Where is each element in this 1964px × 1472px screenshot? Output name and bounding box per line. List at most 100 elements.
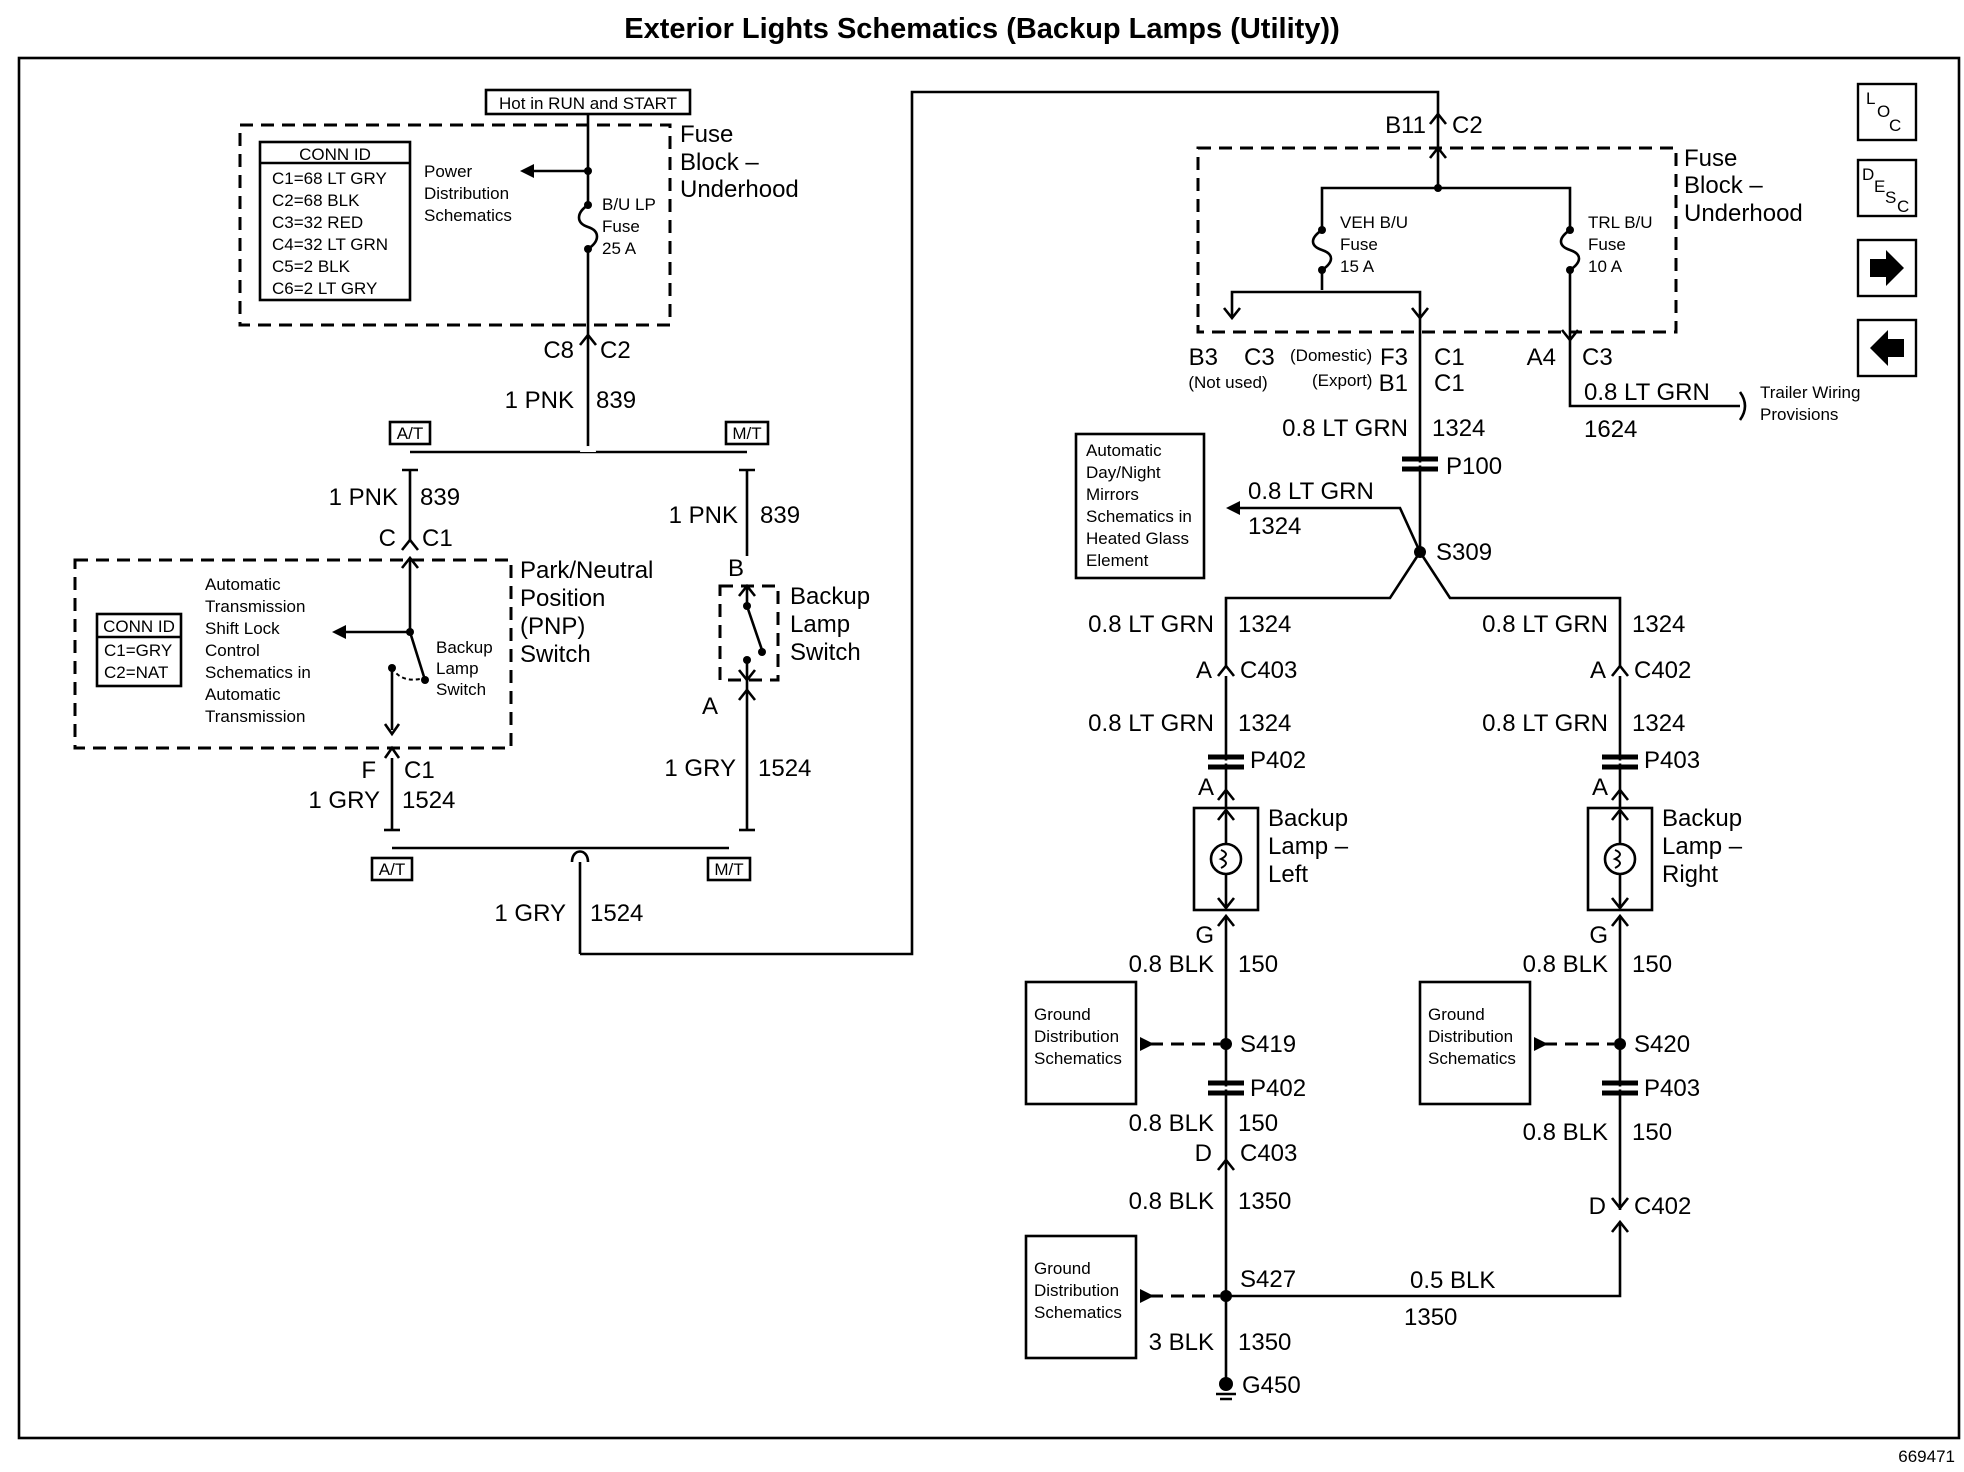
svg-text:C8: C8 xyxy=(543,337,574,364)
svg-text:Underhood: Underhood xyxy=(1684,200,1803,227)
svg-text:25 A: 25 A xyxy=(602,239,637,258)
svg-text:(Domestic): (Domestic) xyxy=(1290,346,1372,365)
svg-text:839: 839 xyxy=(760,502,800,529)
svg-text:P403: P403 xyxy=(1644,747,1700,774)
svg-text:Hot in RUN and START: Hot in RUN and START xyxy=(499,94,677,113)
svg-text:839: 839 xyxy=(596,387,636,414)
svg-text:G450: G450 xyxy=(1242,1372,1301,1399)
p100-inline xyxy=(1402,456,1438,472)
svg-text:0.8 LT GRN: 0.8 LT GRN xyxy=(1584,379,1710,406)
svg-text:C2=NAT: C2=NAT xyxy=(104,663,168,682)
svg-text:C5=2 BLK: C5=2 BLK xyxy=(272,257,351,276)
ground-distribution-right-box xyxy=(1418,980,1532,1106)
svg-text:C1=68 LT GRY: C1=68 LT GRY xyxy=(272,169,387,188)
svg-text:0.8 LT GRN: 0.8 LT GRN xyxy=(1088,710,1214,737)
desc-button[interactable]: D E S C xyxy=(1856,158,1918,218)
svg-text:Lamp: Lamp xyxy=(790,611,850,638)
right-arrow-icon xyxy=(1870,250,1904,286)
svg-text:Lamp: Lamp xyxy=(436,659,479,678)
ground-icon xyxy=(1219,1377,1233,1391)
svg-text:A/T: A/T xyxy=(379,860,405,879)
fuse-symbol xyxy=(577,203,599,251)
svg-text:0.8 LT GRN: 0.8 LT GRN xyxy=(1482,611,1608,638)
svg-text:Automatic: Automatic xyxy=(205,685,281,704)
svg-text:Switch: Switch xyxy=(520,641,591,668)
svg-text:S: S xyxy=(1885,188,1896,207)
svg-text:1324: 1324 xyxy=(1238,710,1291,737)
svg-text:Power: Power xyxy=(424,162,473,181)
svg-text:C3: C3 xyxy=(1582,344,1613,371)
svg-text:Schematics in: Schematics in xyxy=(205,663,311,682)
svg-text:P402: P402 xyxy=(1250,747,1306,774)
svg-text:C2: C2 xyxy=(600,337,631,364)
svg-text:Right: Right xyxy=(1662,861,1718,888)
svg-text:3 BLK: 3 BLK xyxy=(1149,1329,1214,1356)
svg-text:Backup: Backup xyxy=(1268,805,1348,832)
svg-text:C3=32 RED: C3=32 RED xyxy=(272,213,363,232)
svg-text:Park/Neutral: Park/Neutral xyxy=(520,557,653,584)
svg-text:M/T: M/T xyxy=(732,424,761,443)
svg-text:D: D xyxy=(1862,165,1874,184)
page-title: Exterior Lights Schematics (Backup Lamps… xyxy=(624,13,1339,45)
svg-text:C: C xyxy=(1889,116,1901,135)
fuse-block-underhood-left xyxy=(238,123,672,327)
svg-text:Switch: Switch xyxy=(790,639,861,666)
svg-text:Distribution: Distribution xyxy=(1034,1027,1119,1046)
svg-text:10 A: 10 A xyxy=(1588,257,1623,276)
svg-text:CONN ID: CONN ID xyxy=(103,617,175,636)
svg-text:A: A xyxy=(702,693,718,720)
svg-text:1324: 1324 xyxy=(1632,710,1685,737)
svg-text:A/T: A/T xyxy=(397,424,423,443)
next-page-button[interactable] xyxy=(1856,238,1918,298)
svg-text:1 PNK: 1 PNK xyxy=(669,502,738,529)
svg-text:Backup: Backup xyxy=(1662,805,1742,832)
svg-text:CONN ID: CONN ID xyxy=(299,145,371,164)
svg-text:1524: 1524 xyxy=(590,900,643,927)
svg-text:Block –: Block – xyxy=(680,149,759,176)
svg-text:C: C xyxy=(379,525,396,552)
svg-text:0.8 LT GRN: 0.8 LT GRN xyxy=(1482,710,1608,737)
svg-text:839: 839 xyxy=(420,484,460,511)
svg-text:F3: F3 xyxy=(1380,344,1408,371)
left-arrow-icon xyxy=(1870,330,1904,366)
svg-text:M/T: M/T xyxy=(714,860,743,879)
svg-text:Schematics: Schematics xyxy=(1034,1049,1122,1068)
svg-text:Schematics: Schematics xyxy=(1428,1049,1516,1068)
svg-text:C2: C2 xyxy=(1452,112,1483,139)
svg-text:C6=2 LT GRY: C6=2 LT GRY xyxy=(272,279,377,298)
svg-text:1350: 1350 xyxy=(1238,1188,1291,1215)
svg-text:Mirrors: Mirrors xyxy=(1086,485,1139,504)
svg-text:Provisions: Provisions xyxy=(1760,405,1838,424)
svg-text:G: G xyxy=(1589,922,1608,949)
svg-text:0.5 BLK: 0.5 BLK xyxy=(1410,1267,1495,1294)
svg-text:Automatic: Automatic xyxy=(205,575,281,594)
svg-text:Backup: Backup xyxy=(790,583,870,610)
svg-text:P100: P100 xyxy=(1446,453,1502,480)
right-circuit: B11 C2 Fuse Block – Underhood VEH B/U Fu… xyxy=(1024,111,1860,1401)
svg-text:S420: S420 xyxy=(1634,1031,1690,1058)
p403-ground-inline xyxy=(1602,1080,1638,1096)
pnp-switch-box xyxy=(73,558,513,750)
svg-text:C: C xyxy=(1897,197,1909,216)
svg-text:(PNP): (PNP) xyxy=(520,613,585,640)
prev-page-button[interactable] xyxy=(1856,318,1918,378)
hot-in-run-label xyxy=(484,88,692,116)
svg-text:1 GRY: 1 GRY xyxy=(664,755,736,782)
svg-text:O: O xyxy=(1877,102,1890,121)
svg-text:Distribution: Distribution xyxy=(1428,1027,1513,1046)
svg-text:Trailer Wiring: Trailer Wiring xyxy=(1760,383,1860,402)
backup-lamp-switch-box xyxy=(718,584,780,682)
svg-text:VEH B/U: VEH B/U xyxy=(1340,213,1408,232)
loc-button[interactable]: L O C xyxy=(1856,82,1918,142)
svg-text:C2=68 BLK: C2=68 BLK xyxy=(272,191,360,210)
svg-text:1524: 1524 xyxy=(758,755,811,782)
svg-text:0.8 BLK: 0.8 BLK xyxy=(1523,1119,1608,1146)
svg-text:P402: P402 xyxy=(1250,1075,1306,1102)
svg-text:150: 150 xyxy=(1632,1119,1672,1146)
svg-text:Lamp –: Lamp – xyxy=(1662,833,1743,860)
svg-text:0.8 BLK: 0.8 BLK xyxy=(1129,951,1214,978)
svg-text:B/U LP: B/U LP xyxy=(602,195,656,214)
svg-text:Schematics: Schematics xyxy=(1034,1303,1122,1322)
svg-text:S309: S309 xyxy=(1436,539,1492,566)
svg-text:Heated Glass: Heated Glass xyxy=(1086,529,1189,548)
